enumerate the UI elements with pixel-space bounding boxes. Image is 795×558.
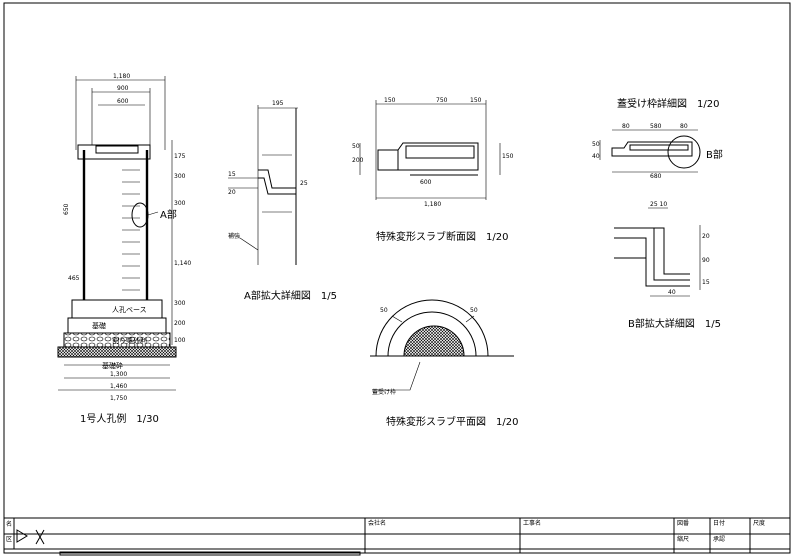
svg-text:750: 750 — [436, 97, 448, 104]
svg-text:20: 20 — [702, 233, 710, 240]
detail-a-drawing: 195 15 20 25 補強 A部拡大詳細図 1/5 — [228, 100, 337, 302]
svg-text:25 10: 25 10 — [650, 201, 667, 208]
svg-text:600: 600 — [420, 179, 432, 186]
svg-text:40: 40 — [592, 153, 600, 160]
label-base: 人孔ベース — [112, 306, 147, 314]
svg-text:650: 650 — [63, 203, 70, 215]
tb-cell-4: 工事名 — [523, 519, 541, 527]
cross-icon — [35, 529, 45, 545]
tb-cell-6: 日付 — [713, 519, 725, 527]
detail-b-drawing: 25 10 20 90 15 40 B部拡大詳細図 1/5 — [614, 201, 721, 330]
svg-text:40: 40 — [668, 289, 676, 296]
svg-text:80: 80 — [622, 123, 630, 130]
svg-text:補強: 補強 — [228, 232, 240, 240]
label-concrete: 基礎 — [92, 321, 106, 330]
svg-text:1,300: 1,300 — [110, 371, 127, 378]
detail-b-title: B部拡大詳細図 1/5 — [628, 317, 721, 330]
title-block: 名 区 会社名 工事名 図番 日付 縮尺 承認 尺度 — [4, 517, 790, 556]
svg-text:175: 175 — [174, 153, 186, 160]
svg-text:20: 20 — [228, 189, 236, 196]
svg-text:50: 50 — [470, 307, 478, 314]
svg-text:80: 80 — [680, 123, 688, 130]
tb-cell-2: 区 — [6, 536, 12, 543]
svg-text:1,750: 1,750 — [110, 395, 127, 402]
svg-text:195: 195 — [272, 100, 284, 107]
tb-cell-7: 縮尺 — [677, 535, 689, 543]
svg-text:50: 50 — [352, 143, 360, 150]
svg-text:300: 300 — [174, 200, 186, 207]
tb-cell-9: 尺度 — [753, 519, 765, 527]
svg-text:680: 680 — [650, 173, 662, 180]
svg-text:100: 100 — [174, 337, 186, 344]
svg-text:50: 50 — [592, 141, 600, 148]
svg-text:580: 580 — [650, 123, 662, 130]
svg-text:900: 900 — [117, 85, 129, 92]
slab-plan-drawing: 50 50 蓋受け枠 特殊変形スラブ平面図 1/20 — [370, 299, 518, 428]
svg-text:150: 150 — [470, 97, 482, 104]
svg-text:300: 300 — [174, 173, 186, 180]
cover-frame-drawing: 蓋受け枠詳細図 1/20 80 580 80 50 40 B部 680 — [592, 97, 723, 180]
svg-text:15: 15 — [228, 171, 236, 178]
svg-text:300: 300 — [174, 300, 186, 307]
svg-text:465: 465 — [68, 275, 80, 282]
label-b: B部 — [706, 148, 723, 161]
svg-text:1,180: 1,180 — [113, 73, 130, 80]
svg-text:15: 15 — [702, 279, 710, 286]
cover-frame-title: 蓋受け枠詳細図 1/20 — [617, 97, 719, 110]
tb-cell-8: 承認 — [713, 535, 725, 543]
svg-text:200: 200 — [352, 157, 364, 164]
label-a: A部 — [160, 208, 177, 221]
svg-text:50: 50 — [380, 307, 388, 314]
svg-text:25: 25 — [300, 180, 308, 187]
tb-cell-5: 図番 — [677, 520, 689, 527]
tb-cell-1: 名 — [6, 520, 12, 528]
svg-text:90: 90 — [702, 257, 710, 264]
svg-text:蓋受け枠: 蓋受け枠 — [372, 388, 396, 396]
svg-text:150: 150 — [502, 153, 514, 160]
slab-section-title: 特殊変形スラブ断面図 1/20 — [376, 230, 508, 243]
svg-text:600: 600 — [117, 98, 129, 105]
manhole-title: 1号人孔例 1/30 — [80, 412, 159, 425]
tb-cell-3: 会社名 — [368, 519, 386, 527]
slab-section-drawing: 150 750 150 50 200 150 600 1,180 特殊変形スラブ… — [352, 97, 514, 243]
svg-text:1,140: 1,140 — [174, 260, 191, 267]
svg-text:150: 150 — [384, 97, 396, 104]
slab-plan-title: 特殊変形スラブ平面図 1/20 — [386, 415, 518, 428]
sheet-border — [3, 2, 791, 554]
svg-text:1,460: 1,460 — [110, 383, 127, 390]
arrow-icon — [16, 529, 28, 543]
detail-a-title: A部拡大詳細図 1/5 — [244, 289, 337, 302]
svg-text:200: 200 — [174, 320, 186, 327]
label-gravel: 割り栗砂利 — [112, 336, 147, 345]
svg-text:1,180: 1,180 — [424, 201, 441, 208]
label-foundation: 基礎砕 — [102, 361, 123, 370]
